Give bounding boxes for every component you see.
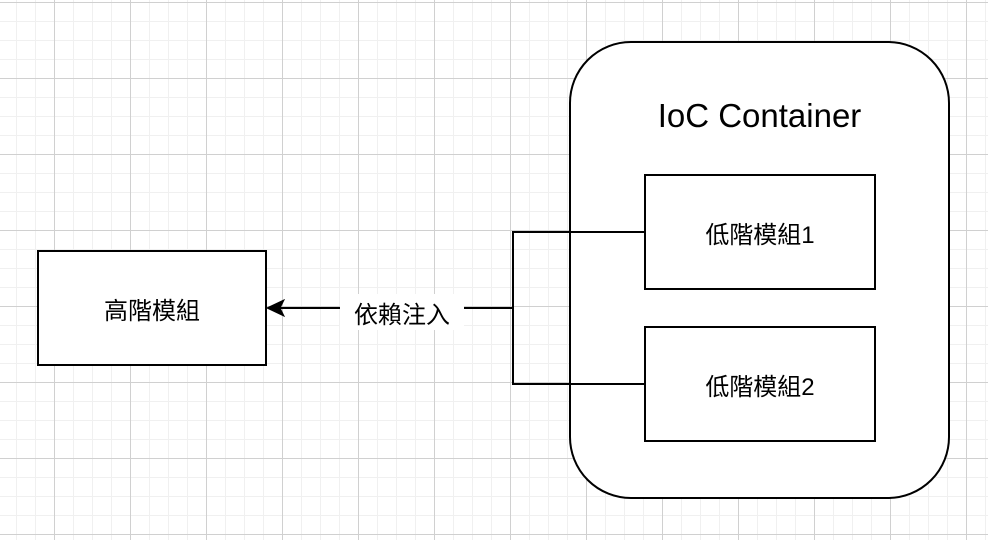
connector-module-1[interactable]: [512, 231, 645, 308]
connector-module-2[interactable]: [512, 308, 645, 385]
high-level-module-label: 高階模組: [104, 297, 200, 325]
arrowhead-icon: [265, 298, 286, 318]
low-level-module-1[interactable]: 低階模組1: [644, 174, 876, 290]
low-level-module-1-label: 低階模組1: [705, 221, 815, 249]
high-level-module[interactable]: 高階模組: [37, 250, 267, 366]
low-level-module-2-label: 低階模組2: [705, 373, 815, 401]
container-title: IoC Container: [657, 97, 862, 134]
edge-label: 依賴注入: [340, 294, 464, 330]
